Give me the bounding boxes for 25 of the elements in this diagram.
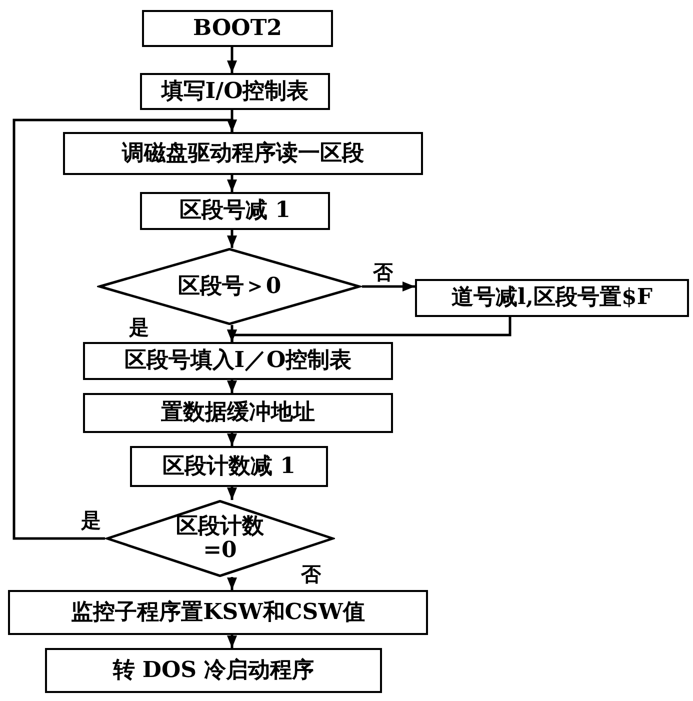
- edge-label: 是: [128, 317, 150, 337]
- arrow: [12, 118, 237, 540]
- process-box: 监控子程序置KSW和CSW值: [8, 590, 428, 635]
- arrow: [227, 635, 237, 648]
- process-box: 区段计数减 1: [130, 446, 328, 487]
- process-box: 转 DOS 冷启动程序: [45, 648, 382, 693]
- arrow: [227, 325, 237, 342]
- process-box: BOOT2: [142, 10, 333, 47]
- process-box: 调磁盘驱动程序读一区段: [63, 132, 423, 175]
- process-box: 道号减l,区段号置$F: [415, 279, 689, 317]
- arrow: [227, 577, 237, 590]
- arrow: [227, 380, 237, 393]
- edge-label: 是: [80, 510, 102, 530]
- arrow: [227, 487, 237, 500]
- process-box: 填写I/O控制表: [140, 73, 330, 110]
- process-box: 区段号填入I／O控制表: [83, 342, 393, 380]
- process-box: 区段号减 1: [140, 192, 330, 230]
- arrow: [227, 433, 237, 446]
- process-box: 置数据缓冲地址: [83, 393, 393, 433]
- arrow: [227, 230, 237, 248]
- arrow: [362, 282, 415, 292]
- arrow: [227, 175, 237, 192]
- arrow: [227, 47, 237, 73]
- edge-label: 否: [300, 564, 322, 584]
- edge-label: 否: [372, 262, 394, 282]
